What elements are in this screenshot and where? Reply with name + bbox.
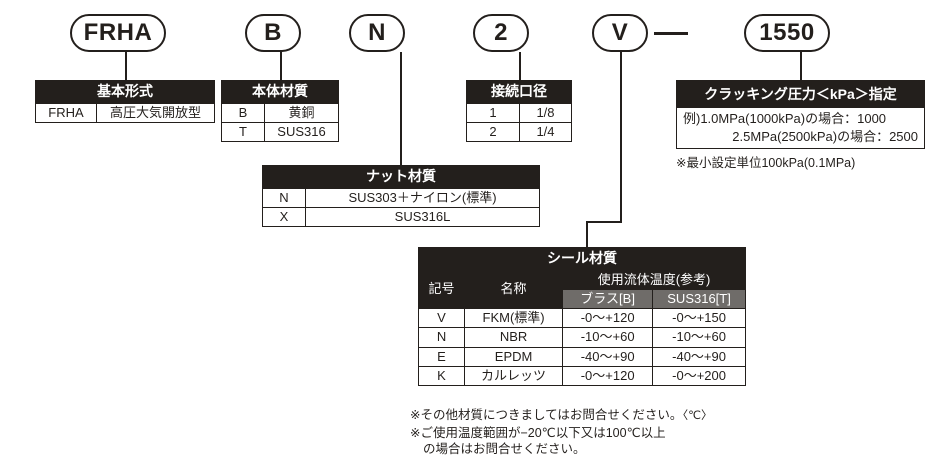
cracking-pressure-title: クラッキング圧力＜kPa＞指定	[676, 80, 925, 108]
leader-line-nut-material	[400, 52, 402, 165]
base-type-desc-0: 高圧大気開放型	[96, 102, 215, 123]
seal-brass-3: -0〜+120	[562, 365, 654, 387]
seal-header-col-sus: SUS316[T]	[652, 288, 746, 310]
seal-material-table-block: シール材質 記号 名称 使用流体温度(参考) ブラス[B] SUS316[T] …	[417, 247, 746, 387]
body-material-desc-1: SUS316	[264, 121, 339, 143]
seal-sus-1: -10〜+60	[652, 327, 746, 348]
base-type-table: 基本形式 FRHA 高圧大気開放型	[35, 80, 215, 123]
code-bubble-nut-material-value: N	[368, 19, 386, 46]
seal-material-table-title: シール材質	[418, 247, 746, 271]
body-material-table-title: 本体材質	[221, 80, 339, 104]
footnote-text-1: ※その他材質につきましてはお問合せください。	[410, 408, 683, 422]
seal-header-temp-group: 使用流体温度(参考)	[562, 269, 746, 290]
code-bubble-port-size-value: 2	[494, 19, 508, 46]
nut-material-table-block: ナット材質 N SUS303＋ナイロン(標準) X SUS316L	[262, 165, 540, 228]
leader-line-seal-material-drop	[586, 221, 588, 247]
table-row: 1 1/8	[466, 102, 572, 123]
port-size-desc-1: 1/4	[519, 121, 572, 143]
seal-header-symbol: 記号	[417, 269, 466, 309]
seal-material-table: シール材質 記号 名称 使用流体温度(参考) ブラス[B] SUS316[T] …	[417, 247, 746, 387]
footnote-line-2: ※ご使用温度範囲が−20℃以下又は100℃以上	[410, 425, 666, 440]
seal-symbol-2: E	[417, 346, 466, 367]
seal-brass-1: -10〜+60	[562, 327, 654, 348]
table-row: N SUS303＋ナイロン(標準)	[262, 187, 540, 208]
cracking-pressure-example-1: 例)1.0MPa(1000kPa)の場合：1000	[683, 111, 887, 126]
seal-symbol-0: V	[417, 307, 466, 329]
table-row: E EPDM -40〜+90 -40〜+90	[417, 346, 746, 367]
table-row: 2 1/4	[466, 121, 572, 143]
code-bubble-body-material-value: B	[264, 19, 282, 46]
footnote-line-1: ※その他材質につきましてはお問合せください。〈℃〉	[410, 407, 760, 425]
table-row: N NBR -10〜+60 -10〜+60	[417, 327, 746, 348]
seal-brass-2: -40〜+90	[562, 346, 654, 367]
leader-line-seal-material-horizontal	[586, 221, 622, 223]
port-size-code-0: 1	[466, 102, 520, 123]
seal-name-0: FKM(標準)	[464, 307, 564, 329]
cracking-pressure-note: ※最小設定単位100kPa(0.1MPa)	[676, 156, 856, 171]
code-separator-dash	[654, 32, 688, 35]
nut-material-desc-1: SUS316L	[305, 206, 540, 228]
table-row: B 黄銅	[221, 102, 339, 123]
cracking-pressure-example-2: 2.5MPa(2500kPa)の場合：2500	[732, 128, 918, 144]
nut-material-code-0: N	[262, 187, 306, 208]
nut-material-desc-0: SUS303＋ナイロン(標準)	[305, 187, 540, 208]
code-bubble-port-size[interactable]: 2	[473, 14, 529, 52]
body-material-table-block: 本体材質 B 黄銅 T SUS316	[221, 80, 339, 143]
seal-sus-3: -0〜+200	[652, 365, 746, 387]
footnote-unit-celsius: 〈℃〉	[682, 410, 713, 422]
seal-header-col-brass: ブラス[B]	[562, 288, 654, 310]
port-size-table-block: 接続口径 1 1/8 2 1/4	[466, 80, 572, 143]
seal-name-1: NBR	[464, 327, 564, 348]
table-row: X SUS316L	[262, 206, 540, 228]
cracking-pressure-examples: 例)1.0MPa(1000kPa)の場合：1000 2.5MPa(2500kPa…	[676, 108, 925, 150]
table-row: K カルレッツ -0〜+120 -0〜+200	[417, 365, 746, 387]
seal-symbol-1: N	[417, 327, 466, 348]
seal-sus-0: -0〜+150	[652, 307, 746, 329]
nut-material-table: ナット材質 N SUS303＋ナイロン(標準) X SUS316L	[262, 165, 540, 228]
base-type-table-title: 基本形式	[35, 80, 215, 104]
footnote-line-3: の場合はお問合せください。	[423, 442, 586, 457]
base-type-code-0: FRHA	[35, 102, 97, 123]
body-material-code-0: B	[221, 102, 265, 123]
seal-sus-2: -40〜+90	[652, 346, 746, 367]
port-size-code-1: 2	[466, 121, 520, 143]
code-bubble-base-type[interactable]: FRHA	[70, 14, 166, 52]
code-bubble-cracking-pressure[interactable]: 1550	[744, 14, 830, 52]
body-material-desc-0: 黄銅	[264, 102, 339, 123]
port-size-desc-0: 1/8	[519, 102, 572, 123]
leader-line-port-size	[519, 52, 521, 80]
seal-symbol-3: K	[417, 365, 466, 387]
seal-header-name: 名称	[464, 269, 564, 309]
table-row: T SUS316	[221, 121, 339, 143]
seal-brass-0: -0〜+120	[562, 307, 654, 329]
nut-material-code-1: X	[262, 206, 306, 228]
nut-material-table-title: ナット材質	[262, 165, 540, 189]
code-bubble-cracking-pressure-value: 1550	[759, 19, 815, 46]
port-size-table-title: 接続口径	[466, 80, 572, 104]
cracking-pressure-block: クラッキング圧力＜kPa＞指定 例)1.0MPa(1000kPa)の場合：100…	[676, 80, 925, 171]
code-bubble-body-material[interactable]: B	[245, 14, 301, 52]
code-bubble-nut-material[interactable]: N	[349, 14, 405, 52]
code-bubble-seal-material[interactable]: V	[592, 14, 648, 52]
table-row: V FKM(標準) -0〜+120 -0〜+150	[417, 307, 746, 329]
body-material-table: 本体材質 B 黄銅 T SUS316	[221, 80, 339, 143]
code-bubble-base-type-value: FRHA	[83, 19, 153, 46]
seal-material-footnotes: ※その他材質につきましてはお問合せください。〈℃〉 ※ご使用温度範囲が−20℃以…	[410, 407, 760, 458]
leader-line-cracking-pressure	[800, 52, 802, 80]
code-bubble-seal-material-value: V	[611, 19, 629, 46]
port-size-table: 接続口径 1 1/8 2 1/4	[466, 80, 572, 143]
table-row: FRHA 高圧大気開放型	[35, 102, 215, 123]
seal-name-2: EPDM	[464, 346, 564, 367]
leader-line-base-type	[125, 52, 127, 80]
seal-name-3: カルレッツ	[464, 365, 564, 387]
body-material-code-1: T	[221, 121, 265, 143]
base-type-table-block: 基本形式 FRHA 高圧大気開放型	[35, 80, 215, 123]
leader-line-seal-material-vertical	[620, 52, 622, 222]
leader-line-body-material	[280, 52, 282, 80]
